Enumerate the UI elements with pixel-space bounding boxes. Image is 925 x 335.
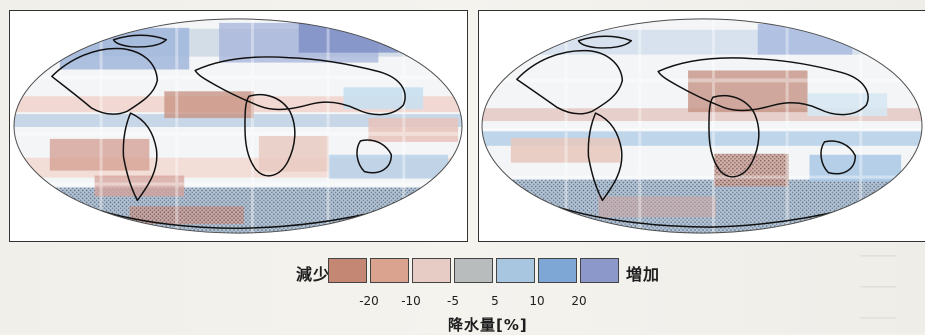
legend-tick-minus-20: -20 bbox=[359, 294, 379, 308]
legend-swatch-7 bbox=[580, 258, 619, 283]
legend-swatch-6 bbox=[538, 258, 577, 283]
legend-swatch-2 bbox=[370, 258, 409, 283]
precipitation-unit-label: 降水量[%] bbox=[448, 316, 528, 334]
legend-swatch-3 bbox=[412, 258, 451, 283]
left-map-coastlines bbox=[51, 34, 406, 229]
left-map-clip bbox=[13, 18, 463, 234]
legend-tick-minus-10: -10 bbox=[401, 294, 421, 308]
legend-tick-20: 20 bbox=[571, 294, 587, 308]
right-map-panel bbox=[478, 10, 925, 242]
precipitation-legend: 減少 増加 -20 -10 -5 5 10 20 降水量[%] bbox=[0, 248, 925, 334]
right-map-clip bbox=[481, 18, 923, 234]
legend-tick-10: 10 bbox=[529, 294, 545, 308]
legend-swatch-5 bbox=[496, 258, 535, 283]
increase-label: 増加 bbox=[626, 265, 661, 284]
right-map-coastlines bbox=[516, 35, 869, 228]
left-map-panel bbox=[9, 10, 468, 242]
legend-tick-minus-5: -5 bbox=[447, 294, 459, 308]
legend-swatch-4 bbox=[454, 258, 493, 283]
decrease-label: 減少 bbox=[296, 265, 331, 284]
legend-swatch-1 bbox=[328, 258, 367, 283]
legend-tick-5: 5 bbox=[491, 294, 499, 308]
right-map-svg bbox=[481, 18, 923, 234]
left-map-svg bbox=[13, 18, 463, 234]
